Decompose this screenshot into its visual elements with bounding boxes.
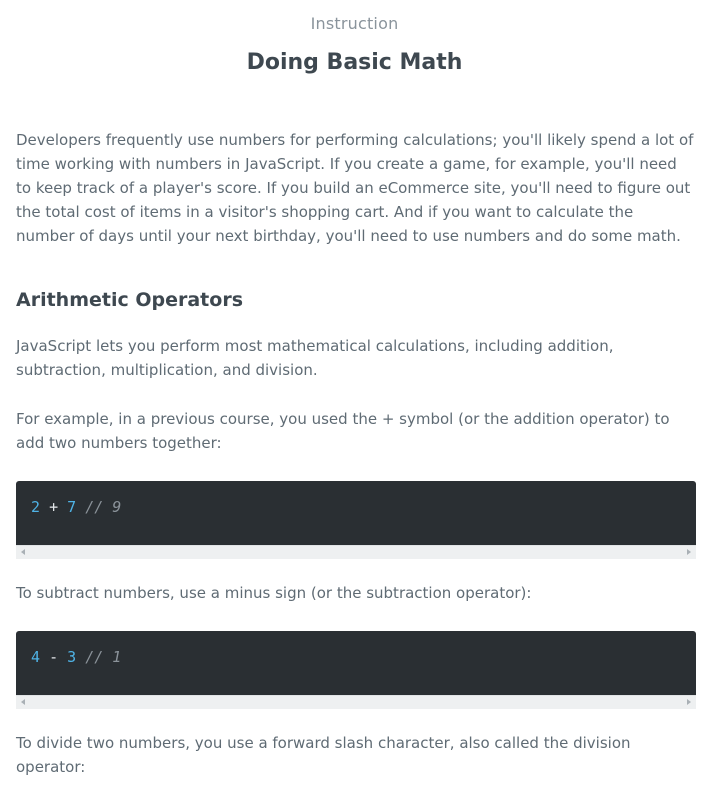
intro-paragraph: Developers frequently use numbers for pe… [16, 131, 694, 245]
horizontal-scrollbar[interactable] [16, 695, 696, 709]
section-heading: Arithmetic Operators [16, 289, 243, 311]
horizontal-scrollbar[interactable] [16, 545, 696, 559]
page-title: Doing Basic Math [246, 50, 463, 75]
code-comment: // 9 [85, 498, 122, 516]
lesson-content: Developers frequently use numbers for pe… [16, 128, 696, 779]
code-block-addition: 2 + 7 // 9 [16, 481, 696, 559]
code-content: 4 - 3 // 1 [16, 631, 696, 695]
chevron-right-icon[interactable] [687, 549, 691, 555]
paragraph-subtraction: To subtract numbers, use a minus sign (o… [16, 584, 532, 602]
paragraph-division: To divide two numbers, you use a forward… [16, 734, 631, 776]
code-block-subtraction: 4 - 3 // 1 [16, 631, 696, 709]
code-number: 4 [31, 648, 41, 666]
paragraph-addition: For example, in a previous course, you u… [16, 410, 670, 452]
paragraph-operators: JavaScript lets you perform most mathema… [16, 337, 614, 379]
code-number: 3 [67, 648, 77, 666]
code-comment: // 1 [85, 648, 122, 666]
code-number: 2 [31, 498, 41, 516]
code-number: 7 [67, 498, 77, 516]
code-operator: - [49, 648, 59, 666]
code-content: 2 + 7 // 9 [16, 481, 696, 545]
code-operator: + [49, 498, 59, 516]
eyebrow-label: Instruction [310, 14, 399, 33]
chevron-left-icon[interactable] [21, 549, 25, 555]
chevron-right-icon[interactable] [687, 699, 691, 705]
chevron-left-icon[interactable] [21, 699, 25, 705]
